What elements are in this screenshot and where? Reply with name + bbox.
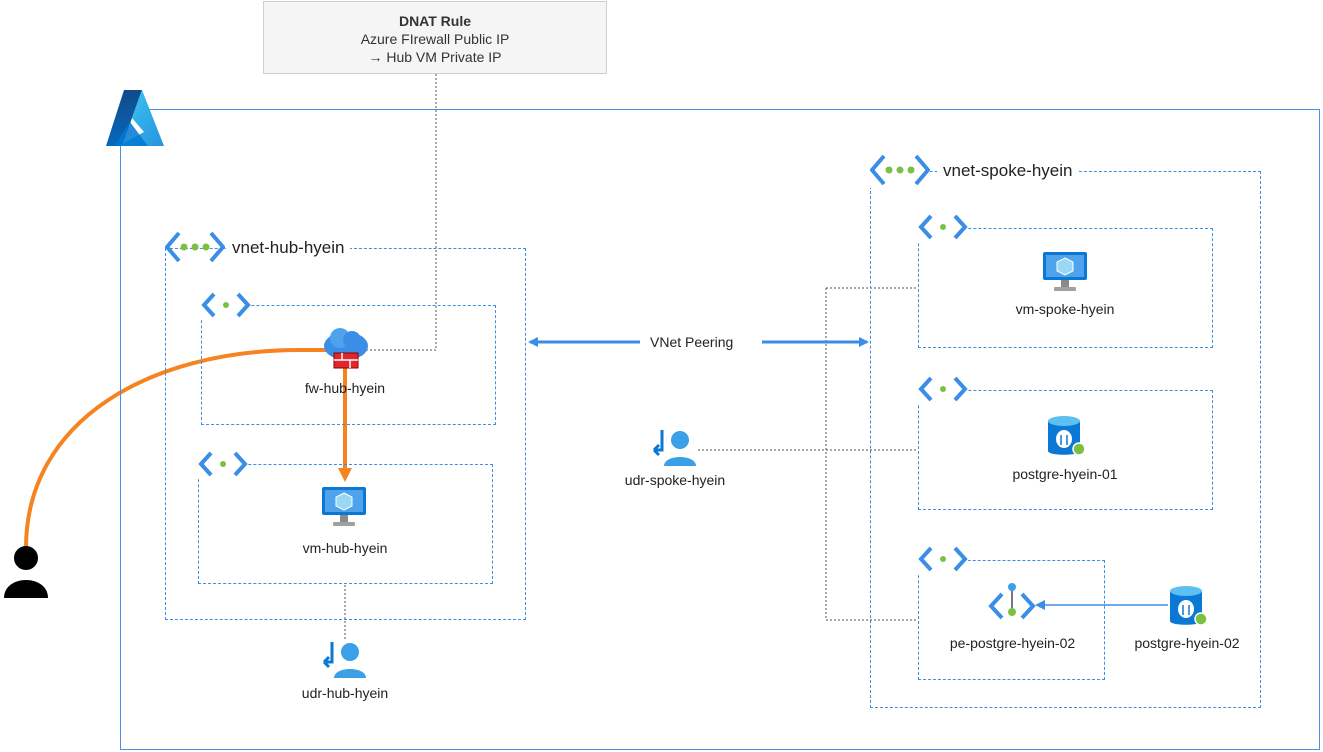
dnat-line-1: Azure FIrewall Public IP [360,31,510,47]
pe-postgre-02-label: pe-postgre-hyein-02 [949,635,1076,651]
firewall-icon [324,328,368,369]
subnet-pe-icon [918,544,968,574]
vnet-hub-title: vnet-hub-hyein [226,238,351,258]
subnet-firewall-icon [201,290,251,320]
dnat-connector [365,74,437,351]
traffic-flow-curve [24,348,352,549]
vnet-peering-label: VNet Peering [644,334,740,350]
subnet-vm-spoke [918,228,1213,348]
udr-spoke-icon [652,430,696,466]
vm-spoke-label: vm-spoke-hyein [1015,301,1115,317]
subnet-vm-spoke-icon [918,212,968,242]
subnet-vm-hub [198,464,493,584]
firewall-label: fw-hub-hyein [304,380,386,396]
subnet-postgre-01 [918,390,1213,510]
vm-hub-label: vm-hub-hyein [302,540,388,556]
vnet-hub-icon [165,231,225,263]
vm-hub-icon [322,487,366,526]
udr-spoke-connector [698,287,918,621]
private-endpoint-icon [988,583,1036,620]
dnat-line-2: → Hub VM Private IP [368,49,502,65]
subnet-pe [918,560,1105,680]
user-icon [4,546,48,598]
subnet-vm-hub-icon [198,449,248,479]
vnet-spoke-title: vnet-spoke-hyein [937,161,1079,181]
postgre-02-icon [1170,586,1208,626]
vm-spoke-icon [1043,252,1087,291]
postgre-02-label: postgre-hyein-02 [1134,635,1240,651]
postgre-01-icon [1048,416,1086,456]
azure-boundary [120,109,1320,750]
udr-hub-label: udr-hub-hyein [301,685,389,701]
udr-hub-icon [322,642,366,678]
subnet-postgre-01-icon [918,374,968,404]
subnet-firewall [201,305,496,425]
dnat-title: DNAT Rule [398,13,472,29]
postgre-01-label: postgre-hyein-01 [1012,466,1118,482]
vnet-spoke-icon [870,152,930,188]
dnat-rule-box: DNAT Rule Azure FIrewall Public IP → Hub… [263,1,607,74]
azure-logo-icon [106,90,164,146]
udr-spoke-label: udr-spoke-hyein [624,472,726,488]
